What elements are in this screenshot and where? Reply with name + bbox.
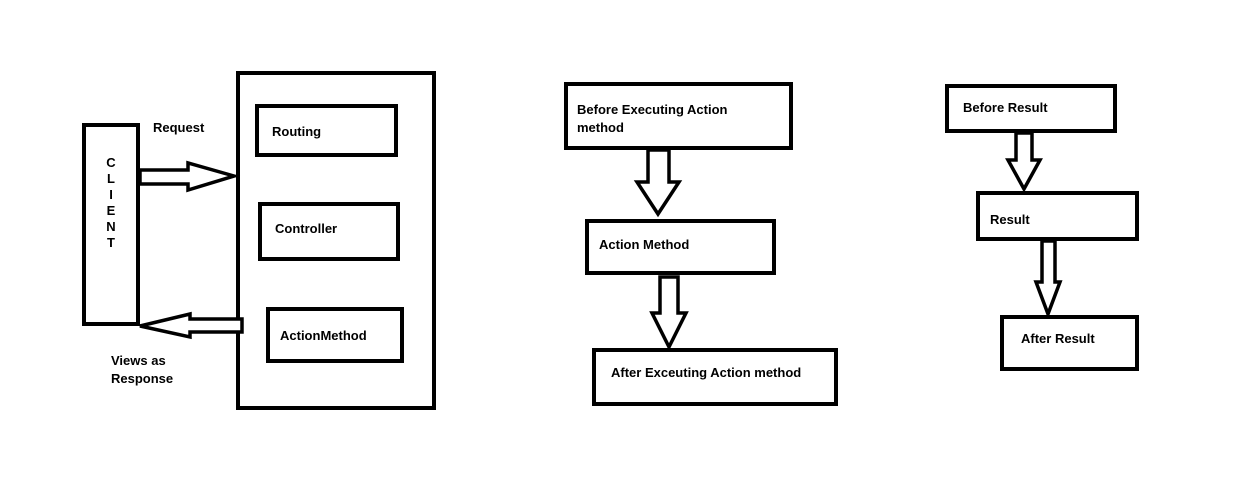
controller-label: Controller bbox=[275, 221, 338, 236]
response-label-line2: Response bbox=[111, 371, 174, 386]
before-result-box: Before Result bbox=[945, 84, 1117, 133]
after-executing-label: After Exceuting Action method bbox=[611, 365, 802, 380]
down-arrow-2 bbox=[649, 275, 689, 351]
before-result-label: Before Result bbox=[963, 100, 1048, 115]
request-label: Request bbox=[153, 120, 205, 135]
action-method-box: Action Method bbox=[585, 219, 776, 275]
routing-box: Routing bbox=[255, 104, 398, 157]
down-arrow-1 bbox=[633, 148, 683, 218]
response-arrow bbox=[139, 311, 244, 340]
down-arrow-4 bbox=[1033, 239, 1063, 319]
after-result-label: After Result bbox=[1021, 331, 1095, 346]
client-letter: I bbox=[109, 187, 113, 202]
routing-label: Routing bbox=[272, 124, 322, 139]
client-letter: C bbox=[106, 155, 116, 170]
actionmethod-label: ActionMethod bbox=[280, 328, 367, 343]
result-box: Result bbox=[976, 191, 1139, 241]
actionmethod-box: ActionMethod bbox=[266, 307, 404, 363]
client-letter: E bbox=[106, 203, 116, 218]
down-arrow-3 bbox=[1005, 131, 1043, 193]
before-executing-box: Before Executing Action method bbox=[564, 82, 793, 150]
client-box: C L I E N T bbox=[82, 123, 140, 326]
after-executing-box: After Exceuting Action method bbox=[592, 348, 838, 406]
after-result-box: After Result bbox=[1000, 315, 1139, 371]
client-letter: L bbox=[107, 171, 115, 186]
client-letter: N bbox=[106, 219, 116, 234]
client-label: C L I E N T bbox=[96, 155, 126, 251]
result-label: Result bbox=[990, 212, 1030, 227]
before-executing-label-line1: Before Executing Action bbox=[577, 102, 728, 117]
action-method-label: Action Method bbox=[599, 237, 690, 252]
controller-box: Controller bbox=[258, 202, 400, 261]
client-letter: T bbox=[107, 235, 115, 250]
before-executing-label-line2: method bbox=[577, 120, 624, 135]
response-label-line1: Views as bbox=[111, 353, 166, 368]
request-arrow bbox=[138, 160, 241, 193]
